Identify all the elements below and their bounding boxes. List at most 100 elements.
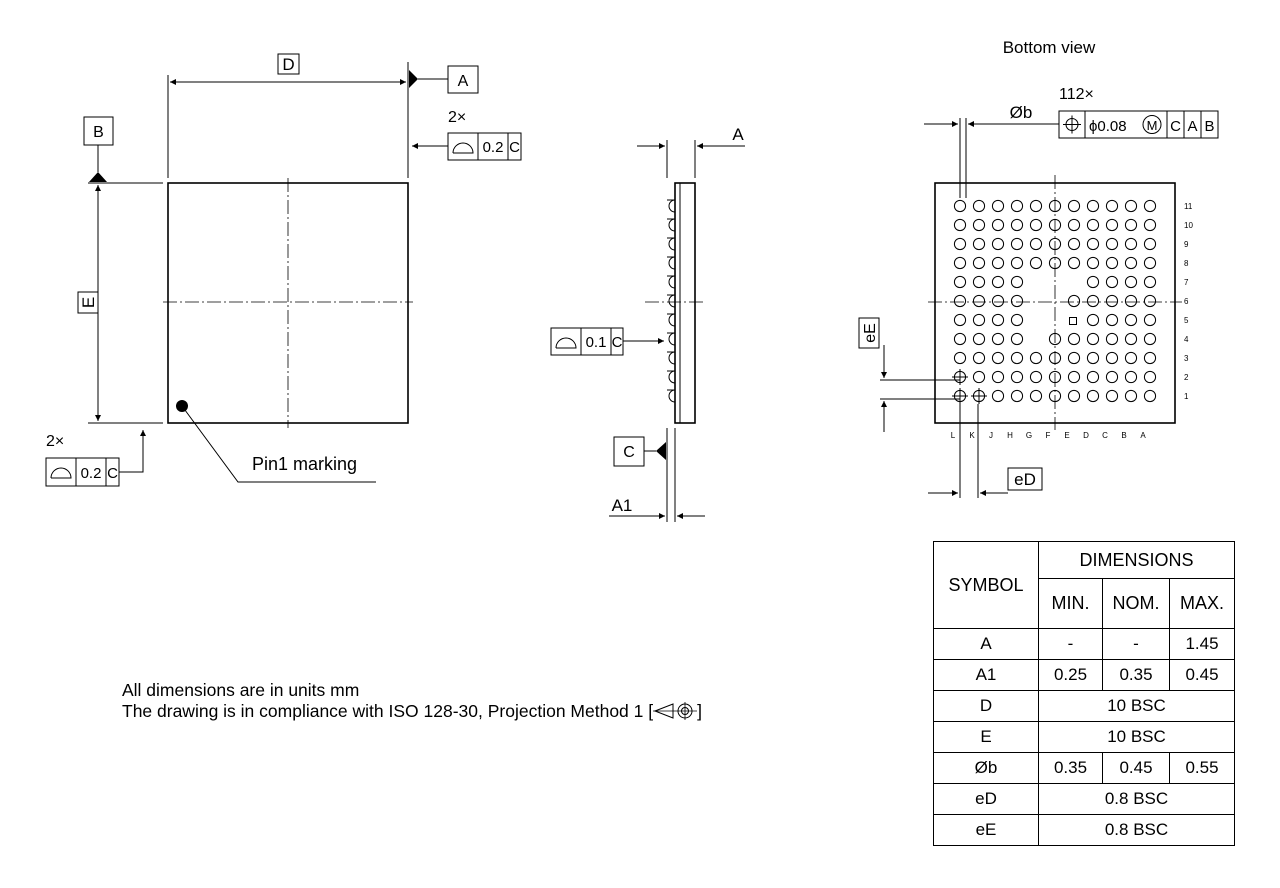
ball-A10 (1143, 218, 1157, 232)
ball-J11 (991, 199, 1005, 213)
ball-C1 (1105, 389, 1119, 403)
pitch-x-label: eD (1014, 470, 1036, 489)
ball-A8 (1143, 256, 1157, 270)
row-label: 4 (1184, 335, 1189, 344)
ball-B11 (1124, 199, 1138, 213)
ball-H7 (1010, 275, 1024, 289)
units-note: All dimensions are in units mm (122, 680, 360, 700)
row-label: 1 (1184, 392, 1189, 401)
col-label: G (1026, 431, 1032, 440)
col-label: K (969, 431, 975, 440)
ball-J9 (991, 237, 1005, 251)
ball-K9 (972, 237, 986, 251)
ball-C4 (1105, 332, 1119, 346)
ball-H11 (1010, 199, 1024, 213)
package-body-side (674, 182, 696, 424)
pos-tol-ref-3: B (1204, 118, 1214, 135)
projection-method-icon (653, 702, 698, 720)
ball-K7 (972, 275, 986, 289)
col-label: F (1046, 431, 1051, 440)
ball-J7 (991, 275, 1005, 289)
table-row: A - - 1.45 (933, 628, 1235, 660)
ball-D6 (1086, 294, 1100, 308)
pos-tol-value: ϕ0.08 (1089, 118, 1127, 135)
ball-G11 (1029, 199, 1043, 213)
ball-C3 (1105, 351, 1119, 365)
ball-F3 (1048, 351, 1062, 365)
ball-E10 (1067, 218, 1081, 232)
row-label: 6 (1184, 297, 1189, 306)
row-label: 11 (1184, 202, 1193, 211)
ball-L3 (953, 351, 967, 365)
bsc-cell: 0.8 BSC (1038, 814, 1235, 846)
ball-G2 (1029, 370, 1043, 384)
col-label: A (1140, 431, 1146, 440)
ball-E4 (1067, 332, 1081, 346)
ball-L5 (953, 313, 967, 327)
ball-G9 (1029, 237, 1043, 251)
side-ball (668, 370, 676, 384)
ball-K3 (972, 351, 986, 365)
ball-F10 (1048, 218, 1062, 232)
ball-J3 (991, 351, 1005, 365)
side-ball (668, 313, 676, 327)
pitch-y-label: eE (862, 323, 879, 343)
table-row: eD 0.8 BSC (933, 783, 1235, 815)
min-cell: 0.25 (1038, 659, 1103, 691)
pin1-leader (181, 405, 376, 483)
ball-K8 (972, 256, 986, 270)
side-ball (668, 256, 676, 270)
side-ball (668, 237, 676, 251)
ball-G3 (1029, 351, 1043, 365)
flatness-ref-side: C (612, 334, 623, 351)
nom-cell: 0.45 (1102, 752, 1170, 784)
ball-G10 (1029, 218, 1043, 232)
ball-D3 (1086, 351, 1100, 365)
ball-C10 (1105, 218, 1119, 232)
ball-C2 (1105, 370, 1119, 384)
ball-E8 (1067, 256, 1081, 270)
ball-E11 (1067, 199, 1081, 213)
ball-D8 (1086, 256, 1100, 270)
ball-L9 (953, 237, 967, 251)
ball-dia-label: Øb (1010, 103, 1033, 122)
min-header: MIN. (1038, 578, 1103, 629)
ball-D4 (1086, 332, 1100, 346)
symbol-cell: E (933, 721, 1039, 753)
ball-H8 (1010, 256, 1024, 270)
ball-H10 (1010, 218, 1024, 232)
side-ball (668, 275, 676, 289)
table-row: D 10 BSC (933, 690, 1235, 722)
ball-count: 112× (1059, 86, 1094, 103)
datum-B-label: B (93, 124, 104, 141)
datum-C-triangle (656, 442, 666, 460)
ball-A2 (1143, 370, 1157, 384)
ball-G1 (1029, 389, 1043, 403)
pos-tol-ref-2: A (1187, 118, 1197, 135)
ball-L11 (953, 199, 967, 213)
col-label: D (1083, 431, 1089, 440)
bsc-cell: 10 BSC (1038, 690, 1235, 722)
row-label: 7 (1184, 278, 1189, 287)
symbol-cell: A (933, 628, 1039, 660)
ball-F11 (1048, 199, 1062, 213)
dim-D-label: D (282, 55, 294, 74)
nom-cell: 0.35 (1102, 659, 1170, 691)
symbol-header: SYMBOL (933, 541, 1039, 629)
ball-A4 (1143, 332, 1157, 346)
ball-D11 (1086, 199, 1100, 213)
ball-F2 (1048, 370, 1062, 384)
ball-B3 (1124, 351, 1138, 365)
ball-A11 (1143, 199, 1157, 213)
col-label: L (951, 431, 956, 440)
ball-C8 (1105, 256, 1119, 270)
dim-A1-label: A1 (612, 496, 633, 515)
datum-B-triangle (89, 172, 107, 182)
ball-H3 (1010, 351, 1024, 365)
row-label: 10 (1184, 221, 1193, 230)
ball-K2 (972, 370, 986, 384)
top-view: Pin1 marking D A 2× 0.2 C B E 2× (45, 53, 522, 487)
